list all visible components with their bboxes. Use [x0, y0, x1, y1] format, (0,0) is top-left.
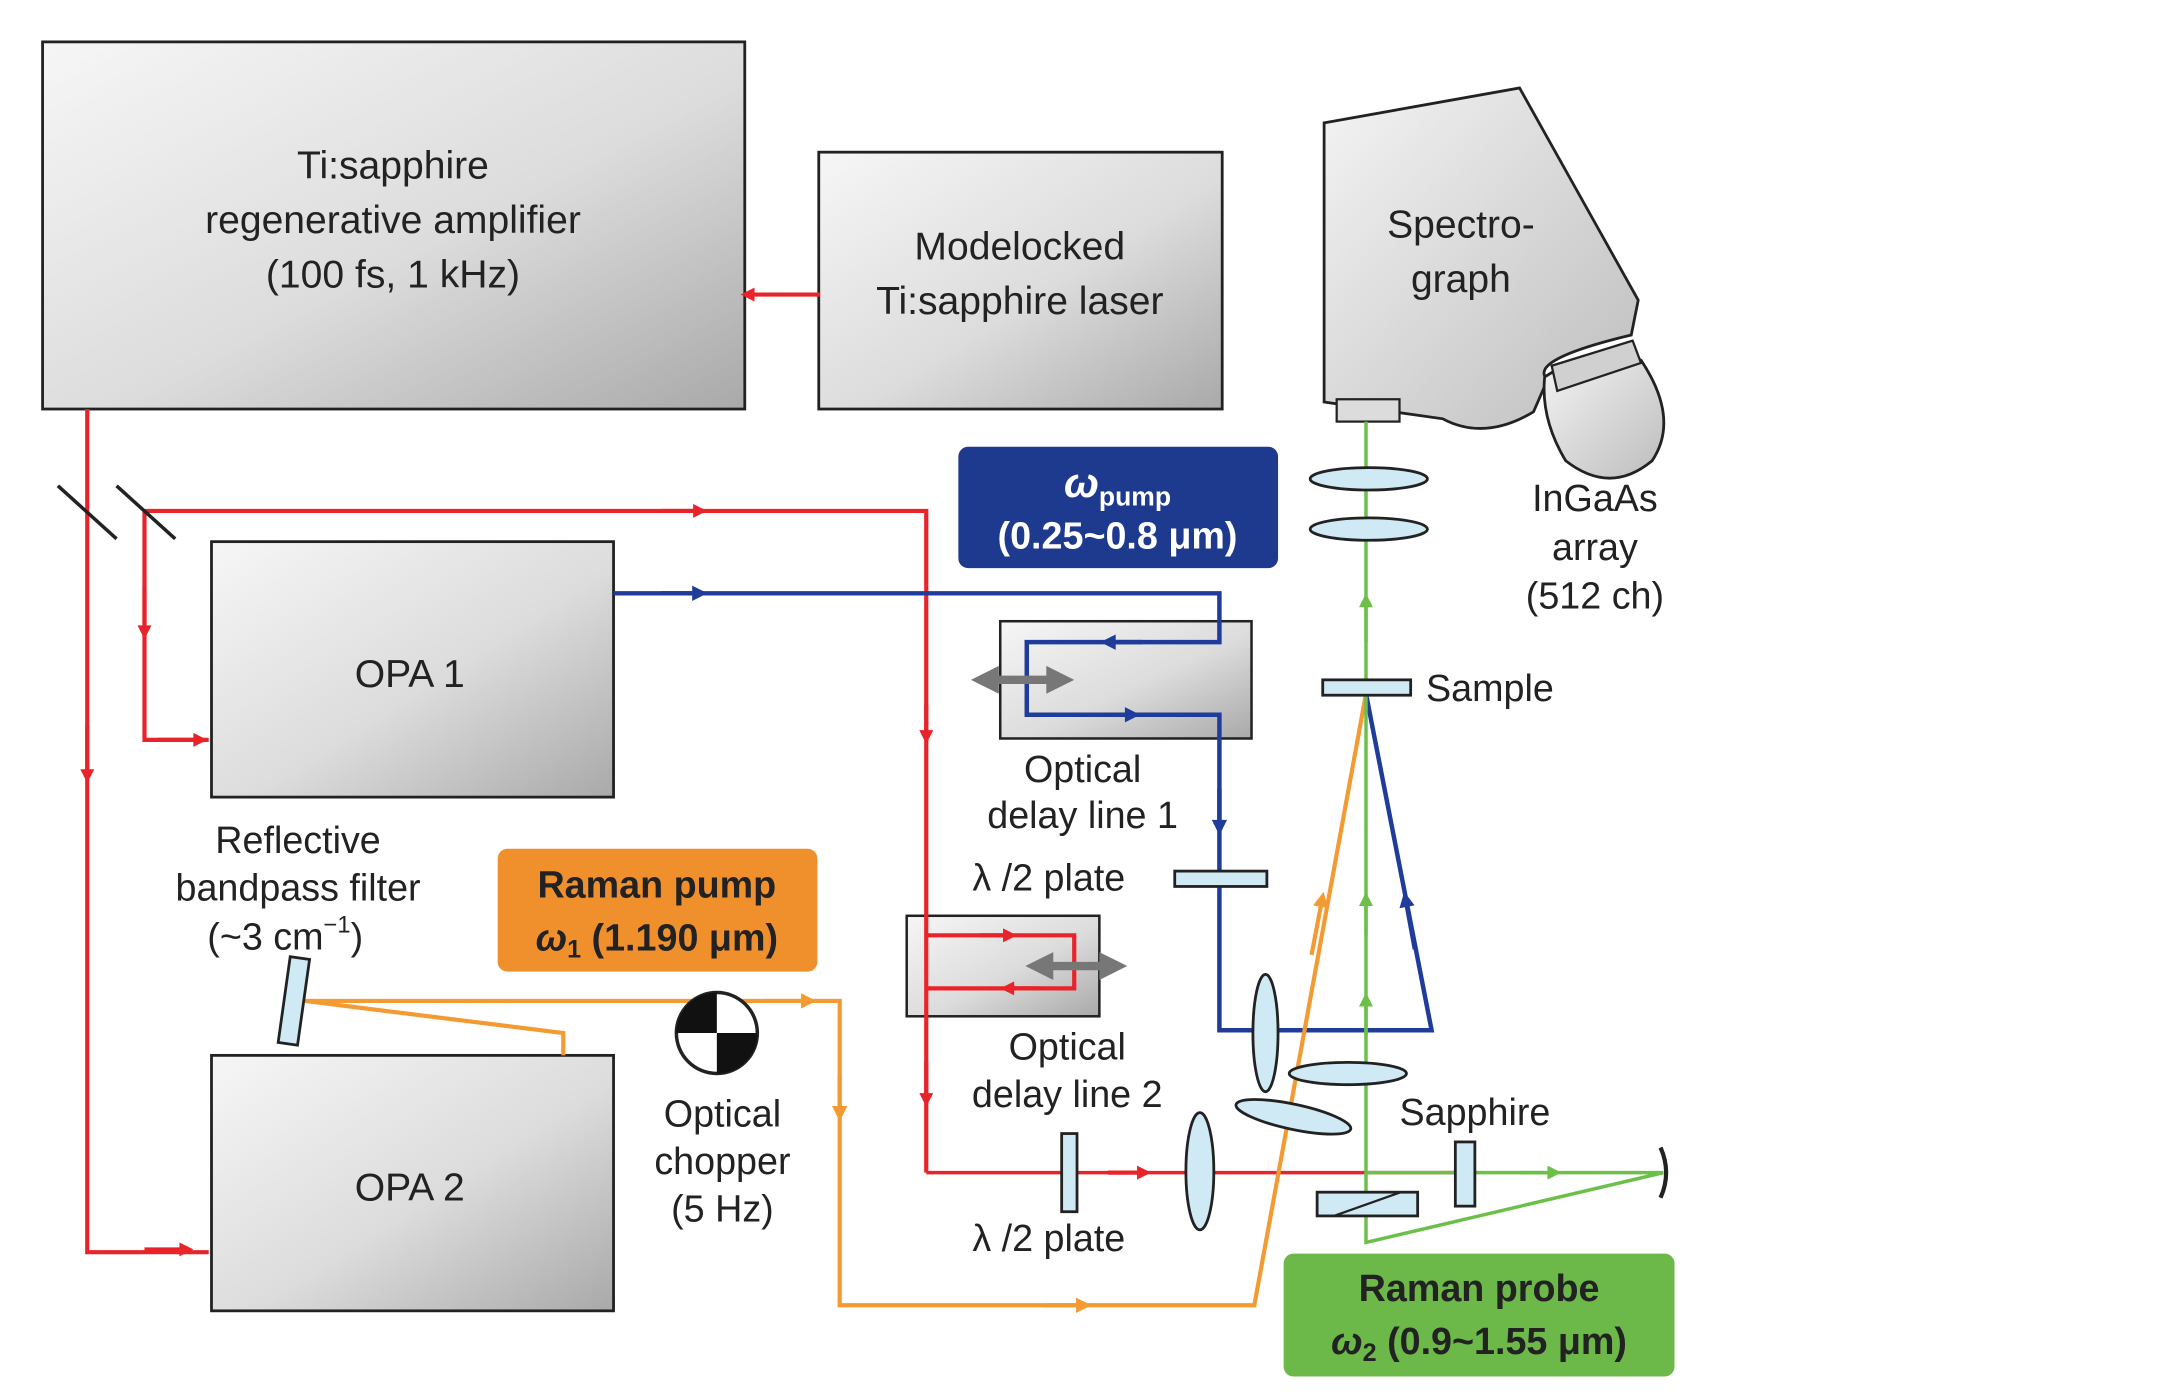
- raman-probe-beam: [1359, 421, 1664, 1245]
- amplifier-label-1: Ti:sapphire: [297, 145, 489, 188]
- focusing-lens-2: [1234, 1098, 1353, 1136]
- svg-text:ω1 (1.190 μm): ω1 (1.190 μm): [536, 917, 778, 964]
- opa1-box: [210, 540, 615, 799]
- optical-chopper-icon: [674, 990, 760, 1076]
- raman-probe-title: Raman probe: [1359, 1267, 1600, 1309]
- raman-pump-title: Raman pump: [537, 864, 776, 906]
- delay2-label-2: delay line 2: [972, 1073, 1163, 1115]
- sample-plate: [1321, 678, 1413, 697]
- opa2-box: [210, 1053, 615, 1313]
- polarizer-prism: [1315, 1190, 1420, 1218]
- beamsplitter-mirror-2: [115, 484, 177, 541]
- halfwave-plate-lower: [1060, 1132, 1079, 1214]
- delay1-label-2: delay line 1: [987, 794, 1178, 836]
- spectrograph-label-2: graph: [1411, 258, 1511, 301]
- oscillator-label-2: Ti:sapphire laser: [876, 280, 1163, 323]
- spectrograph-lens-1: [1308, 466, 1429, 492]
- sample-label: Sample: [1426, 667, 1554, 709]
- end-mirror: [1658, 1146, 1669, 1199]
- sapphire-crystal: [1453, 1140, 1477, 1208]
- halfwave-plate-upper: [1173, 869, 1269, 888]
- raman-pump-beam: [304, 693, 1369, 1313]
- detector-label-1: InGaAs: [1532, 477, 1658, 519]
- amplifier-label-3: (100 fs, 1 kHz): [266, 254, 520, 297]
- filter-label-2: bandpass filter: [175, 866, 420, 908]
- halfwave-lower-label: λ /2 plate: [972, 1217, 1125, 1259]
- pump-label-box: ωpump (0.25~0.8 μm): [958, 446, 1279, 569]
- amplifier-label-2: regenerative amplifier: [205, 199, 581, 242]
- pump-beam: [613, 585, 1435, 1033]
- focusing-lens-vertical: [1251, 973, 1280, 1094]
- chopper-label-1: Optical: [664, 1093, 781, 1135]
- filter-label-1: Reflective: [215, 819, 380, 861]
- oscillator-label-1: Modelocked: [914, 226, 1125, 269]
- detector-label-3: (512 ch): [1526, 575, 1664, 617]
- raman-pump-label-box: Raman pump ω1 (1.190 μm): [497, 848, 818, 972]
- oscillator-box: [817, 150, 1224, 411]
- halfwave-upper-label: λ /2 plate: [972, 857, 1125, 899]
- spectrograph: [1322, 86, 1666, 480]
- filter-label-3: (~3 cm−1): [207, 913, 363, 958]
- amplifier-box: [41, 40, 747, 411]
- svg-text:ωpump: ωpump: [1064, 459, 1171, 511]
- chopper-label-2: chopper: [654, 1140, 790, 1182]
- delay-2-translation-arrow: [1025, 952, 1128, 980]
- beamsplitter-mirror-1: [56, 484, 118, 541]
- pump-range: (0.25~0.8 μm): [998, 515, 1238, 557]
- sapphire-label: Sapphire: [1399, 1091, 1550, 1133]
- opa1-label: OPA 1: [355, 653, 465, 696]
- focusing-lens-1: [1287, 1060, 1408, 1087]
- delay2-label-1: Optical: [1009, 1026, 1126, 1068]
- delay-1-translation-arrow: [970, 665, 1075, 694]
- raman-probe-label-box: Raman probe ω2 (0.9~1.55 μm): [1283, 1253, 1675, 1377]
- probe-lens: [1184, 1111, 1216, 1232]
- delay1-label-1: Optical: [1024, 748, 1141, 790]
- spectrograph-lens-2: [1308, 516, 1429, 542]
- svg-text:ω2 (0.9~1.55 μm): ω2 (0.9~1.55 μm): [1331, 1320, 1627, 1367]
- spectrograph-label-1: Spectro-: [1387, 203, 1535, 246]
- reflective-bandpass-filter: [276, 955, 312, 1047]
- detector-label-2: array: [1552, 526, 1638, 568]
- opa2-label: OPA 2: [355, 1167, 465, 1210]
- chopper-label-3: (5 Hz): [671, 1188, 774, 1230]
